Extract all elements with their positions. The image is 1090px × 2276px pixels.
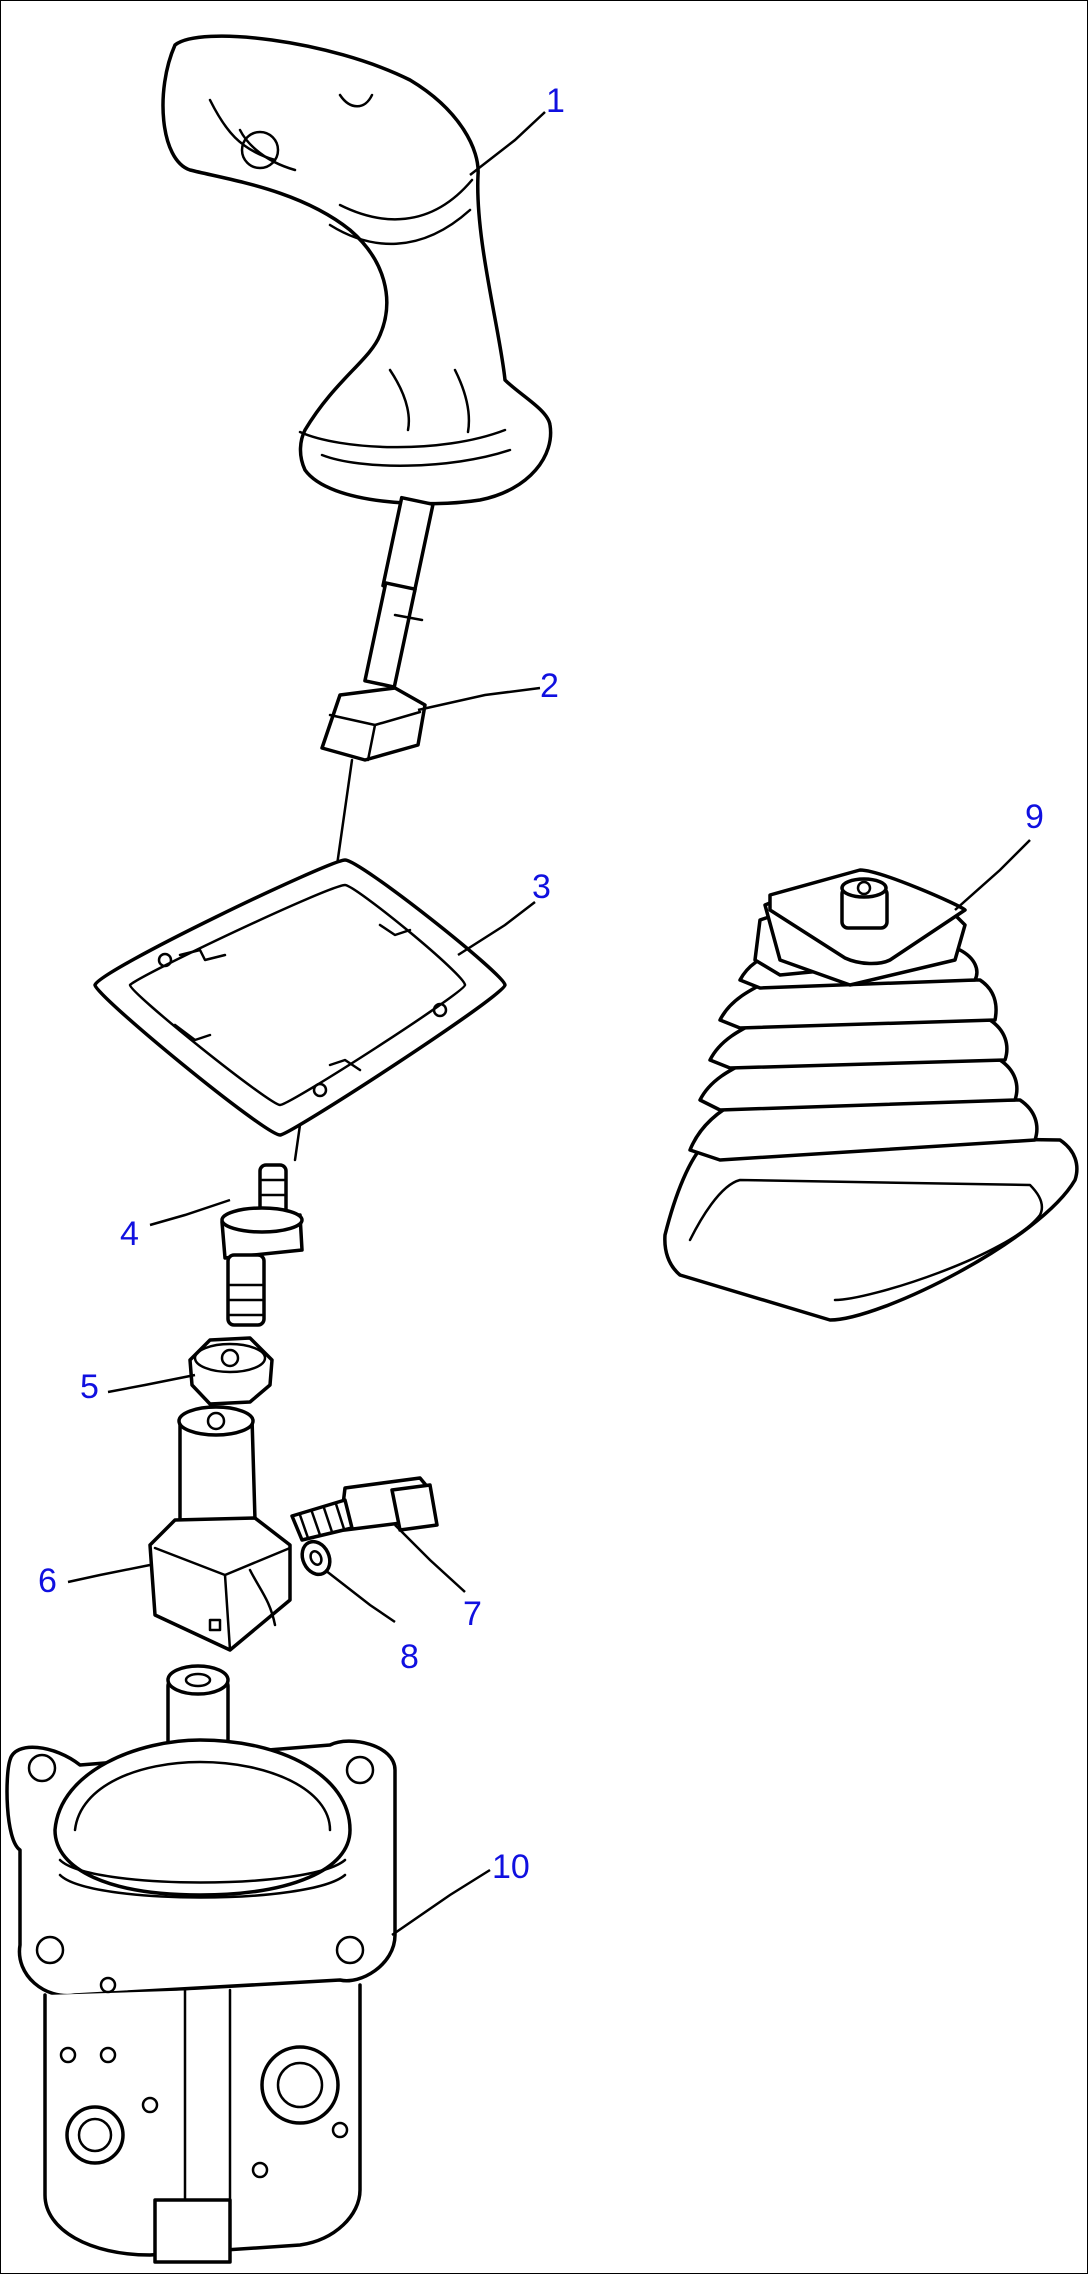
- callout-8: 8: [400, 1638, 419, 1676]
- pilot-valve-body-part: [5, 1664, 397, 2264]
- leader-3: [457, 901, 536, 957]
- leader-lines: [67, 111, 1031, 1937]
- rubber-boot-part: [663, 868, 1079, 1322]
- callout-1: 1: [546, 82, 565, 120]
- leader-5: [107, 1373, 196, 1394]
- switch-block-part: [320, 686, 427, 762]
- callout-6: 6: [38, 1562, 57, 1600]
- lever-knob-part: [161, 34, 553, 506]
- leader-9: [954, 839, 1031, 911]
- leader-6: [67, 1563, 151, 1584]
- leader-8: [324, 1569, 396, 1624]
- leader-2: [417, 686, 541, 712]
- washer-part: [300, 1539, 332, 1577]
- leader-7: [394, 1524, 466, 1593]
- nut-part: [188, 1336, 274, 1406]
- callout-2: 2: [540, 667, 559, 705]
- callout-4: 4: [120, 1215, 139, 1253]
- callout-5: 5: [80, 1368, 99, 1406]
- callout-7: 7: [463, 1595, 482, 1633]
- bolt-part: [290, 1476, 439, 1542]
- callout-9: 9: [1025, 798, 1044, 836]
- callout-3: 3: [532, 868, 551, 906]
- leader-1: [469, 111, 546, 176]
- stud-bolt-part: [220, 1163, 304, 1327]
- leader-10: [391, 1868, 491, 1937]
- callout-10: 10: [492, 1848, 530, 1886]
- gasket-plate-part: [93, 858, 507, 1137]
- lever-shaft: [363, 495, 435, 689]
- joint-bracket-part: [148, 1405, 292, 1652]
- callout-labels: 1 2 3 4 5 6 7 8 9 10: [38, 82, 1044, 1886]
- leader-4: [149, 1198, 231, 1227]
